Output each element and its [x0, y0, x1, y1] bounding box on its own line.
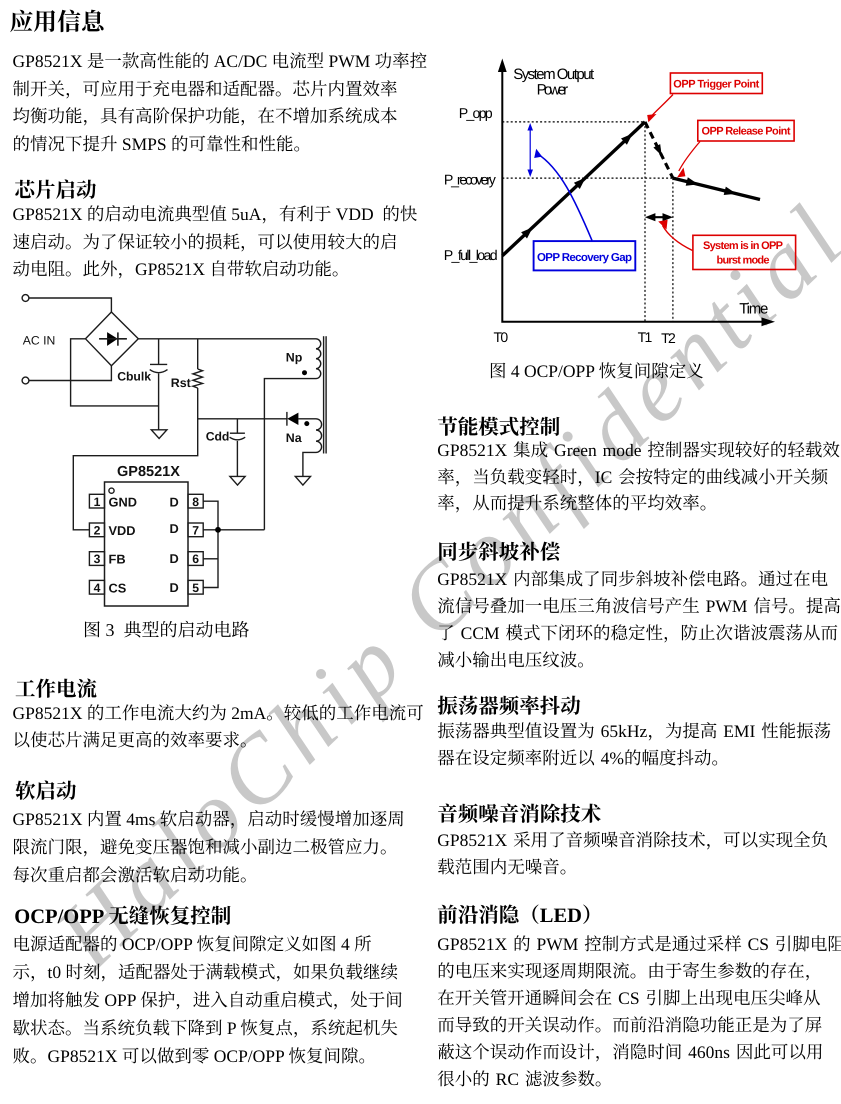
svg-text:Na: Na	[286, 431, 302, 445]
svg-text:AC IN: AC IN	[23, 333, 56, 347]
svg-text:6: 6	[192, 552, 199, 566]
svg-text:P_full_load: P_full_load	[444, 248, 498, 264]
svg-text:1: 1	[94, 495, 101, 509]
svg-text:Cbulk: Cbulk	[117, 370, 151, 384]
svg-text:7: 7	[192, 524, 199, 538]
svg-text:VDD: VDD	[109, 523, 136, 538]
svg-text:D: D	[170, 494, 179, 509]
svg-text:Cdd: Cdd	[206, 430, 230, 444]
svg-text:FB: FB	[109, 552, 126, 567]
svg-text:burst mode: burst mode	[717, 255, 770, 267]
svg-text:P_opp: P_opp	[459, 106, 493, 122]
svg-text:4: 4	[94, 581, 101, 595]
svg-text:T0: T0	[493, 329, 508, 345]
svg-text:P_recovery: P_recovery	[444, 173, 497, 189]
svg-text:GND: GND	[109, 494, 137, 509]
svg-text:Rst: Rst	[171, 376, 191, 390]
svg-text:System is in OPP: System is in OPP	[703, 240, 783, 252]
svg-text:8: 8	[192, 495, 199, 509]
svg-text:OPP Recovery Gap: OPP Recovery Gap	[537, 252, 632, 264]
svg-text:GP8521X: GP8521X	[117, 464, 180, 480]
svg-text:3: 3	[94, 552, 101, 566]
svg-text:D: D	[170, 551, 179, 566]
svg-text:T2: T2	[661, 330, 676, 346]
svg-text:D: D	[170, 580, 179, 595]
svg-text:Np: Np	[286, 351, 303, 365]
svg-text:System Output: System Output	[513, 66, 595, 83]
svg-text:CS: CS	[109, 580, 127, 595]
svg-text:OPP Trigger Point: OPP Trigger Point	[673, 78, 759, 90]
svg-text:D: D	[170, 521, 179, 536]
svg-text:Time: Time	[739, 300, 768, 317]
svg-text:2: 2	[94, 524, 101, 538]
svg-text:Power: Power	[537, 82, 569, 99]
svg-text:T1: T1	[638, 329, 653, 345]
svg-text:5: 5	[192, 581, 199, 595]
svg-text:OPP Release Point: OPP Release Point	[702, 126, 791, 138]
